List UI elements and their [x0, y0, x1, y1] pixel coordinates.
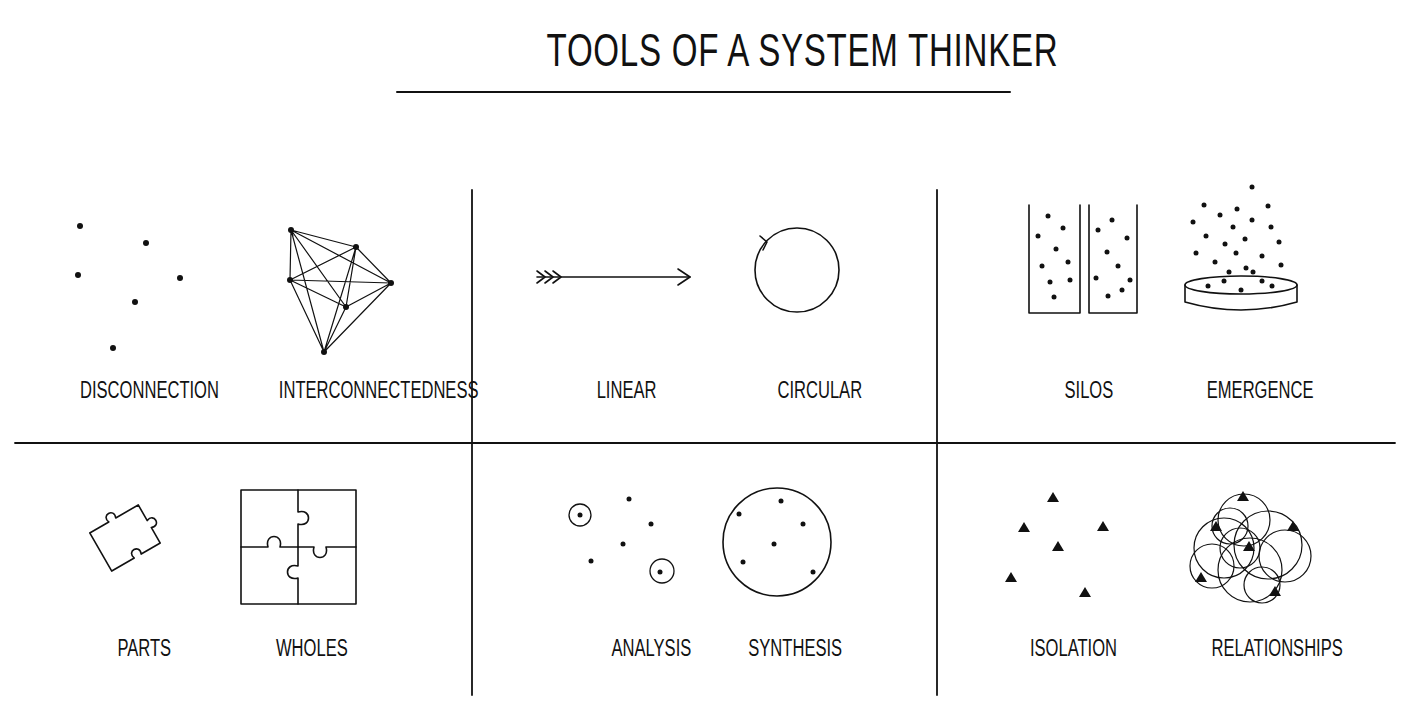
concept-label: ISOLATION — [1030, 637, 1117, 660]
concept-label: EMERGENCE — [1207, 379, 1314, 402]
concept-label: SYNTHESIS — [748, 637, 842, 660]
concept-label: CIRCULAR — [777, 379, 862, 402]
concept-label: SILOS — [1064, 379, 1113, 402]
isolation-triangles — [1005, 492, 1109, 597]
concept-label: ANALYSIS — [612, 637, 692, 660]
interconnected-network — [287, 227, 394, 355]
concept-label: LINEAR — [597, 379, 657, 402]
silos — [1029, 205, 1137, 313]
title-underline — [397, 91, 1010, 93]
concept-label: INTERCONNECTEDNESS — [279, 379, 479, 402]
title: TOOLS OF A SYSTEM THINKER — [547, 27, 1059, 73]
emergence-dish — [1185, 185, 1297, 311]
grid-lines — [15, 190, 1395, 695]
puzzle-whole — [241, 490, 356, 604]
concept-label: WHOLES — [276, 637, 348, 660]
concept-label: PARTS — [117, 637, 171, 660]
concept-label: RELATIONSHIPS — [1212, 637, 1343, 660]
linear-arrow — [537, 269, 690, 285]
relationship-circles — [1190, 491, 1311, 603]
circular-arrow — [755, 228, 839, 312]
analysis-dots — [569, 497, 674, 584]
synthesis-circle — [723, 488, 831, 596]
disconnection-dots — [75, 223, 183, 351]
concept-label: DISCONNECTION — [80, 379, 219, 402]
puzzle-piece — [86, 495, 167, 571]
